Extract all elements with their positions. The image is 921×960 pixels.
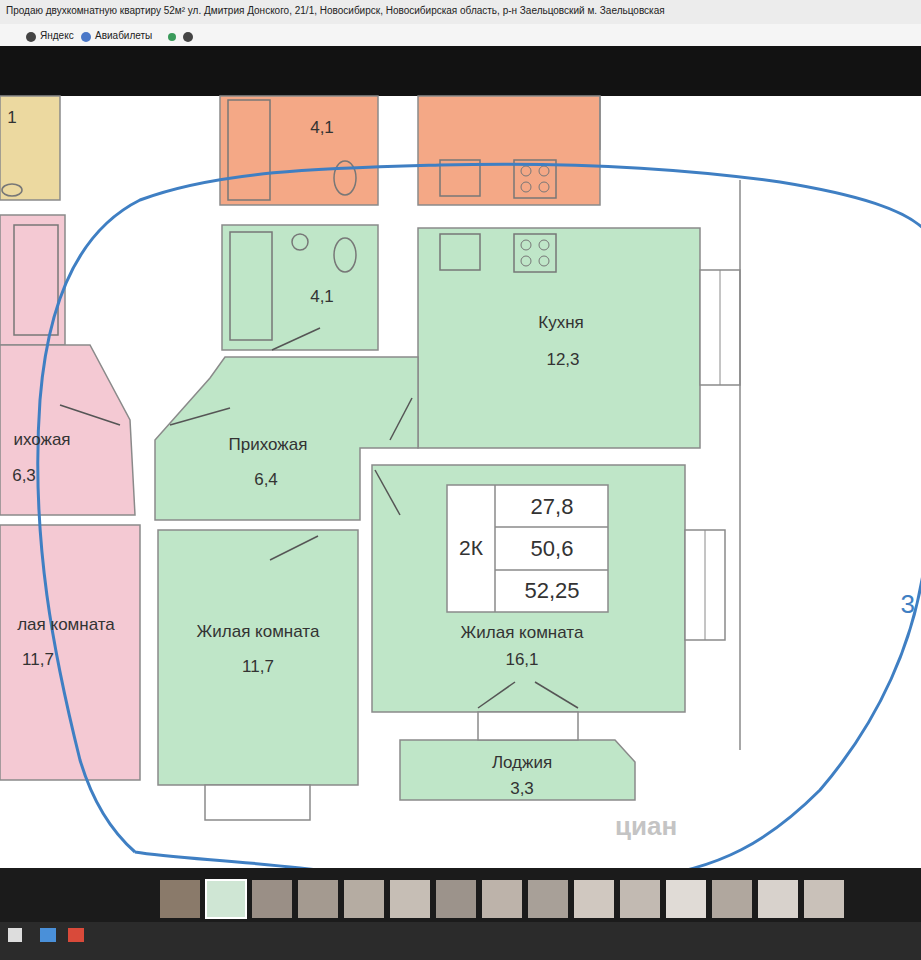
area-value: 6,4 <box>254 471 278 490</box>
room-label: 1 <box>7 109 16 128</box>
room-label: 4,1 <box>310 288 334 307</box>
area-value: 11,7 <box>242 658 274 677</box>
bathroom: 4,1 <box>222 225 378 350</box>
area-value: 27,8 <box>531 495 574 519</box>
room-label: 4,1 <box>310 119 334 138</box>
room-label: Прихожая <box>229 436 308 455</box>
edge-fragment: 3 <box>901 590 915 619</box>
neighbour-hallway: ихожая 6,3 <box>0 345 135 515</box>
room-label: Кухня <box>538 314 584 333</box>
area-value: 3,3 <box>510 780 534 799</box>
loggia: Лоджия 3,3 <box>400 740 635 800</box>
watermark: циан <box>615 812 677 841</box>
area-value: 12,3 <box>546 351 579 370</box>
room-label: Лоджия <box>492 754 552 773</box>
living-room: Жилая комната 11,7 <box>158 530 358 785</box>
neighbour-room: 1 <box>0 96 60 200</box>
kitchen: Кухня 12,3 <box>418 228 700 448</box>
room-label: ихожая <box>13 431 70 450</box>
bookmark: Яндекс <box>40 30 74 41</box>
area-table: 2К 27,8 50,6 52,25 <box>447 485 608 612</box>
room-label: Жилая комната <box>197 623 320 642</box>
room-label: лая комната <box>17 616 115 635</box>
area-value: 52,25 <box>524 579 579 603</box>
area-value: 50,6 <box>531 537 574 561</box>
page-title: Продаю двухкомнатную квартиру 52м² ул. Д… <box>6 5 665 16</box>
neighbour-bathroom: 4,1 <box>220 96 378 205</box>
room-label: 2К <box>459 536 483 559</box>
area-value: 6,3 <box>12 467 36 486</box>
area-value: 11,7 <box>22 651 54 670</box>
living-room: Жилая комната 16,1 2К 27,8 50,6 52,25 <box>372 465 685 712</box>
room-label: Жилая комната <box>461 624 584 643</box>
neighbour-room: лая комната 11,7 <box>0 525 140 780</box>
bookmark: Авиабилеты <box>95 30 152 41</box>
hallway: Прихожая 6,4 <box>155 357 418 520</box>
area-value: 16,1 <box>505 651 538 670</box>
